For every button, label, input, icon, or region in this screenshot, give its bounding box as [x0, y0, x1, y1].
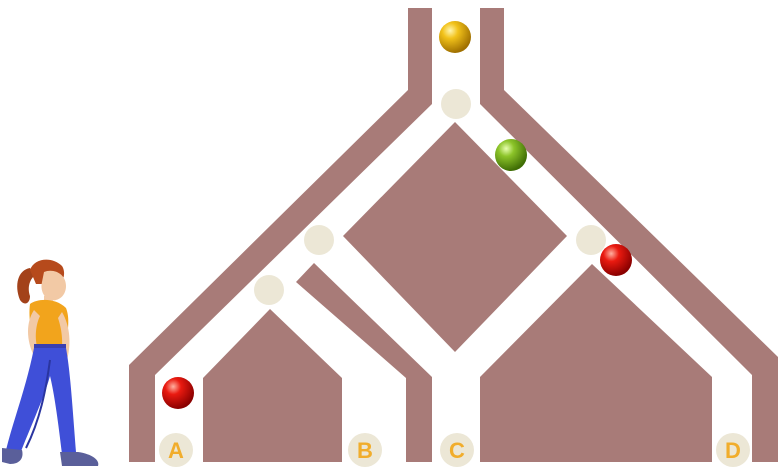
right-house-block [480, 264, 712, 462]
exit-a-label: A [168, 438, 184, 463]
outer-left-wall [129, 8, 432, 462]
junction-left-upper [304, 225, 334, 255]
red-ball-right[interactable] [600, 244, 632, 276]
exit-a[interactable]: A [159, 433, 193, 467]
inner-left-divider [296, 263, 432, 462]
exit-c[interactable]: C [440, 433, 474, 467]
exit-d[interactable]: D [716, 433, 750, 467]
red-ball-left[interactable] [162, 377, 194, 409]
junction-left-lower [254, 275, 284, 305]
green-ball[interactable] [495, 139, 527, 171]
junction-right [576, 225, 606, 255]
junction-top [441, 89, 471, 119]
center-diamond-block [343, 122, 567, 352]
outer-right-wall [480, 8, 778, 462]
exit-b[interactable]: B [348, 433, 382, 467]
exit-b-label: B [357, 438, 373, 463]
exit-d-label: D [725, 438, 741, 463]
left-house-block [203, 309, 342, 462]
yellow-ball[interactable] [439, 21, 471, 53]
exit-c-label: C [449, 438, 465, 463]
walking-girl-icon [2, 259, 99, 466]
